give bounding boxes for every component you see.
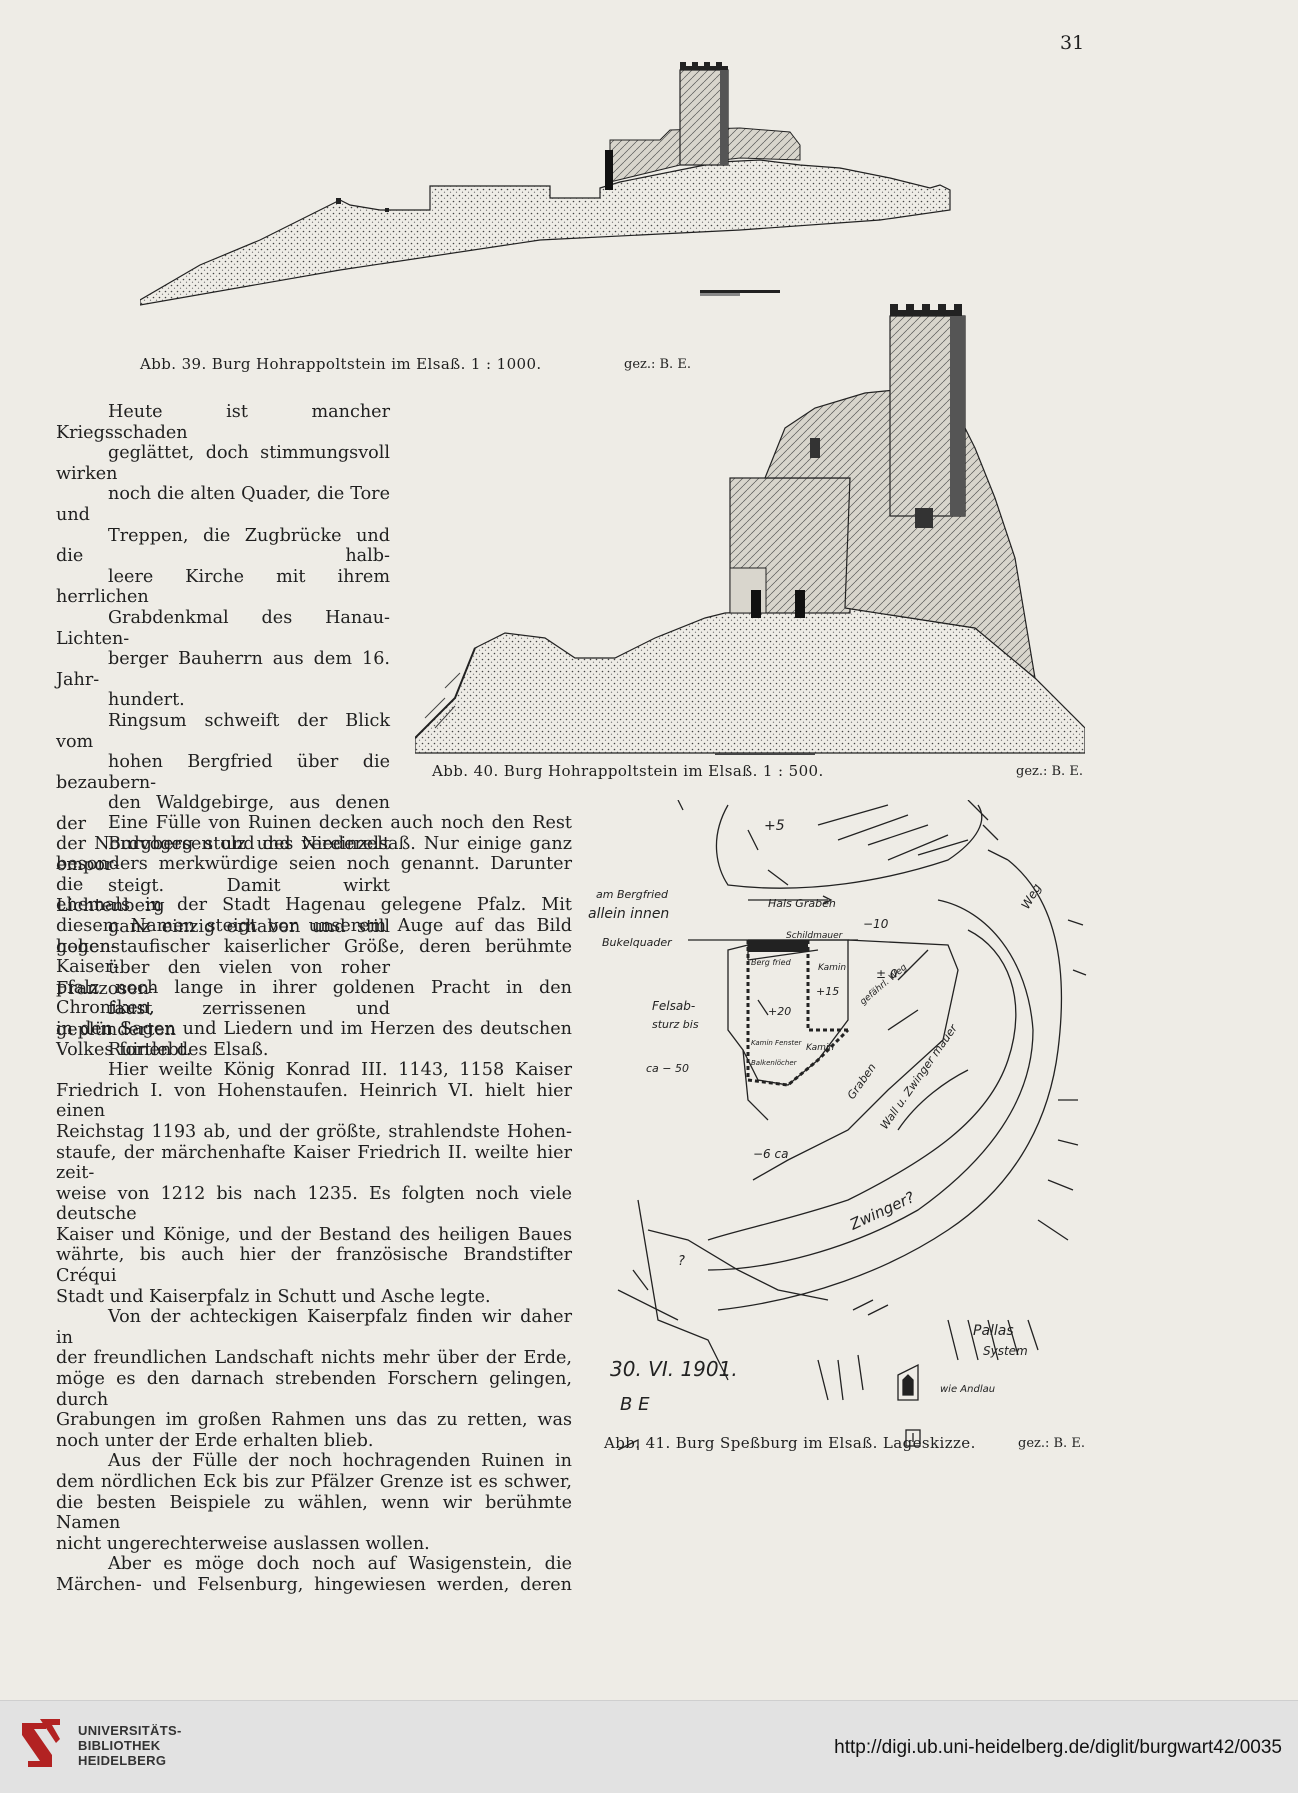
label-bergfried: Berg fried [751,958,792,967]
label-halsgraben: Hals Graben [768,897,836,910]
label-felsabsturz-1: Felsab- [652,999,695,1013]
figure-39-credit: gez.: B. E. [624,357,691,372]
label-bergfried-note-3: Bukelquader [602,936,673,949]
label-sketch-date: 30. VI. 1901. [610,1357,738,1381]
label-balkenloecher: Balkenlöcher [751,1059,798,1067]
figure-41-site-sketch: +5 Hals Graben −10 am Bergfried allein i… [588,800,1088,1450]
label-plus20: +20 [768,1005,791,1018]
text-column-medium: Eine Fülle von Ruinen decken auch noch d… [56,813,572,1596]
source-url-link[interactable]: http://digi.ub.uni-heidelberg.de/diglit/… [834,1737,1282,1758]
label-plus0: ± 0 [876,967,898,981]
paragraph-5: Von der achteckigen Kaiserpfalz finden w… [56,1307,572,1451]
label-kamin-2: Kamin [806,1043,834,1053]
label-bergfried-note-2: allein innen [588,906,669,922]
figure-40-castle-drawing [415,298,1085,758]
label-pallas-2: System [983,1344,1028,1358]
paragraph-3: Eine Fülle von Ruinen decken auch noch d… [56,813,572,1060]
document-page: 31 [56,32,1090,1596]
paragraph-6: Aus der Fülle der noch hochragenden Ruin… [56,1451,572,1554]
label-bergfried-note-1: am Bergfried [596,888,669,901]
library-logo-icon [22,1719,60,1767]
label-minus6: −6 ca [753,1147,788,1161]
paragraph-4: Hier weilte König Konrad III. 1143, 1158… [56,1060,572,1307]
label-pallas-1: Pallas [973,1323,1014,1339]
label-kamin-1: Kamin [818,963,846,973]
paragraph-1: Heute ist mancher Kriegsschaden geglätte… [56,402,390,711]
library-name: UNIVERSITÄTS- BIBLIOTHEK HEIDELBERG [78,1723,182,1768]
label-wall-zwinger: Wall u. Zwinger mauer [878,1021,961,1132]
label-kamin-fenster: Kamin Fenster [751,1039,803,1047]
paragraph-7: Aber es möge doch noch auf Wasigenstein,… [56,1554,572,1595]
label-pallas-3: wie Andlau [940,1384,995,1395]
label-felsabsturz-2: sturz bis [652,1018,699,1031]
label-felsabsturz-3: ca − 50 [646,1062,689,1075]
figure-40-caption: Abb. 40. Burg Hohrappoltstein im Elsaß. … [432,762,824,780]
figure-39-caption: Abb. 39. Burg Hohrappoltstein im Elsaß. … [140,355,542,373]
library-footer: UNIVERSITÄTS- BIBLIOTHEK HEIDELBERG http… [0,1700,1298,1793]
figure-39-profile-drawing [140,50,1090,350]
label-monogram: B E [620,1394,650,1415]
label-plus5: +5 [764,818,785,834]
speßburg-site-plan-sketch: +5 Hals Graben −10 am Bergfried allein i… [588,800,1087,1450]
label-schildmauer: Schildmauer [786,931,844,941]
figure-41-credit: gez.: B. E. [1018,1436,1085,1451]
castle-profile-illustration [140,62,951,306]
castle-elevation-illustration [415,304,1085,755]
label-weg: Weg [1018,881,1044,912]
label-question-mark: ? [678,1254,685,1269]
paragraph-2: Ringsum schweift der Blick vom hohen Ber… [56,710,390,1061]
label-plus15: +15 [816,985,839,998]
page-number: 31 [1060,32,1085,54]
label-graben: Graben [845,1061,879,1102]
figure-40-credit: gez.: B. E. [1016,764,1083,779]
label-minus10: −10 [863,917,889,931]
text-column-narrow: Heute ist mancher Kriegsschaden geglätte… [56,402,390,1061]
figure-41-caption: Abb. 41. Burg Speßburg im Elsaß. Lageski… [604,1434,976,1452]
